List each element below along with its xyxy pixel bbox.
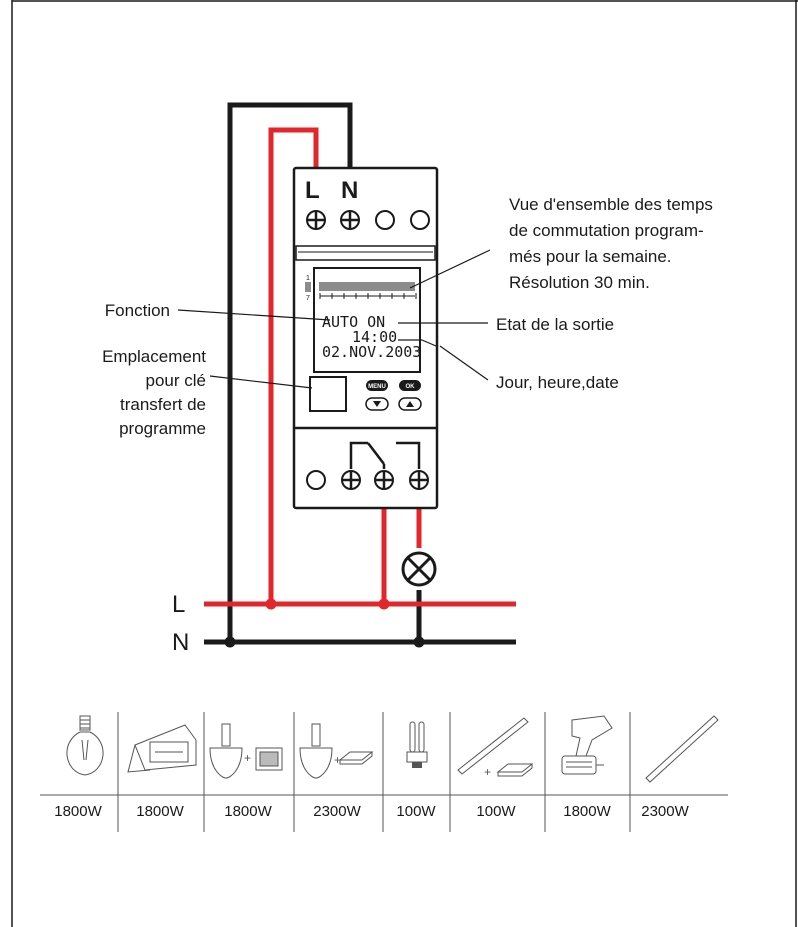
junction-dot [378, 598, 390, 610]
incandescent-bulb-icon [66, 715, 104, 776]
halogen-transformer-icon: + [209, 723, 283, 779]
svg-text:+: + [244, 751, 251, 765]
compact-fluorescent-icon [406, 721, 428, 768]
menu-button[interactable]: MENU [366, 380, 388, 391]
lcd-time-text: 14:00 [352, 328, 397, 346]
svg-text:Vue d'ensemble des temps: Vue d'ensemble des temps [509, 195, 713, 214]
load-power-6: 100W [476, 803, 516, 820]
terminal-screw-icon [374, 470, 394, 490]
svg-text:més pour la semaine.: més pour la semaine. [509, 247, 672, 266]
neutral-wire-to-device [227, 102, 353, 642]
svg-text:+: + [334, 753, 341, 767]
svg-text:transfert de: transfert de [120, 395, 206, 414]
label-fonction: Fonction [105, 301, 170, 320]
day-scale-marks [305, 282, 311, 292]
lamp-icon [401, 551, 437, 587]
terminal-screw-icon [306, 210, 326, 230]
label-vue-ensemble: Vue d'ensemble des temps de commutation … [509, 195, 713, 292]
label-jour-heure-date: Jour, heure,date [496, 373, 619, 392]
load-table-dividers [117, 712, 631, 832]
up-button[interactable] [398, 397, 422, 411]
motor-drill-icon [561, 715, 613, 775]
ok-button-label: OK [406, 384, 416, 390]
arrow-up-icon [406, 401, 414, 407]
down-button[interactable] [365, 397, 389, 411]
terminal-screw-icon [340, 210, 360, 230]
empty-terminal-icon [375, 210, 395, 230]
terminal-label-n: N [341, 177, 358, 204]
fluorescent-ballast-icon: + [457, 717, 534, 779]
timer-device: L N 1 7 AUTO ON 14:00 [292, 166, 439, 510]
supply-label-l: L [172, 591, 185, 618]
terminal-screw-icon [409, 470, 429, 490]
fluorescent-tube-icon [645, 715, 719, 783]
lcd-mode-text: AUTO ON [322, 313, 385, 331]
lcd-date-text: 02.NOV.2003 [322, 343, 421, 361]
load-power-7: 1800W [563, 803, 611, 820]
load-power-3: 1800W [224, 803, 272, 820]
junction-dot [224, 636, 236, 648]
terminal-screw-icon [341, 470, 361, 490]
junction-dot [265, 598, 277, 610]
leader-lines [177, 249, 491, 389]
wiring [204, 102, 516, 648]
label-emplacement: Emplacement pour clé transfert de progra… [102, 347, 206, 438]
svg-text:programme: programme [119, 419, 206, 438]
program-key-slot[interactable] [309, 376, 347, 412]
load-table: + + + [40, 712, 728, 832]
junction-dot [413, 636, 425, 648]
day-scale-top: 1 [306, 275, 310, 282]
svg-text:de commutation program-: de commutation program- [509, 221, 704, 240]
halogen-floodlight-icon [127, 724, 197, 773]
load-power-1: 1800W [54, 803, 102, 820]
ok-button[interactable]: OK [399, 380, 421, 391]
empty-terminal-icon [410, 210, 430, 230]
label-etat-sortie: Etat de la sortie [496, 315, 614, 334]
load-power-8: 2300W [641, 803, 689, 820]
load-power-2: 1800W [136, 803, 184, 820]
svg-text:Emplacement: Emplacement [102, 347, 206, 366]
day-scale-bottom: 7 [306, 295, 310, 302]
load-power-5: 100W [396, 803, 436, 820]
empty-terminal-icon [306, 470, 326, 490]
relay-contact-symbol [349, 441, 421, 469]
svg-text:pour clé: pour clé [146, 371, 206, 390]
cover-hinge [295, 245, 436, 261]
bargraph-ticks [319, 293, 417, 299]
supply-label-n: N [172, 629, 189, 656]
halogen-electronic-transformer-icon: + [299, 723, 374, 779]
arrow-down-icon [373, 401, 381, 407]
terminal-label-l: L [305, 177, 320, 204]
svg-text:Résolution 30 min.: Résolution 30 min. [509, 273, 650, 292]
menu-button-label: MENU [368, 384, 386, 390]
load-power-4: 2300W [313, 803, 361, 820]
svg-text:+: + [484, 765, 491, 779]
